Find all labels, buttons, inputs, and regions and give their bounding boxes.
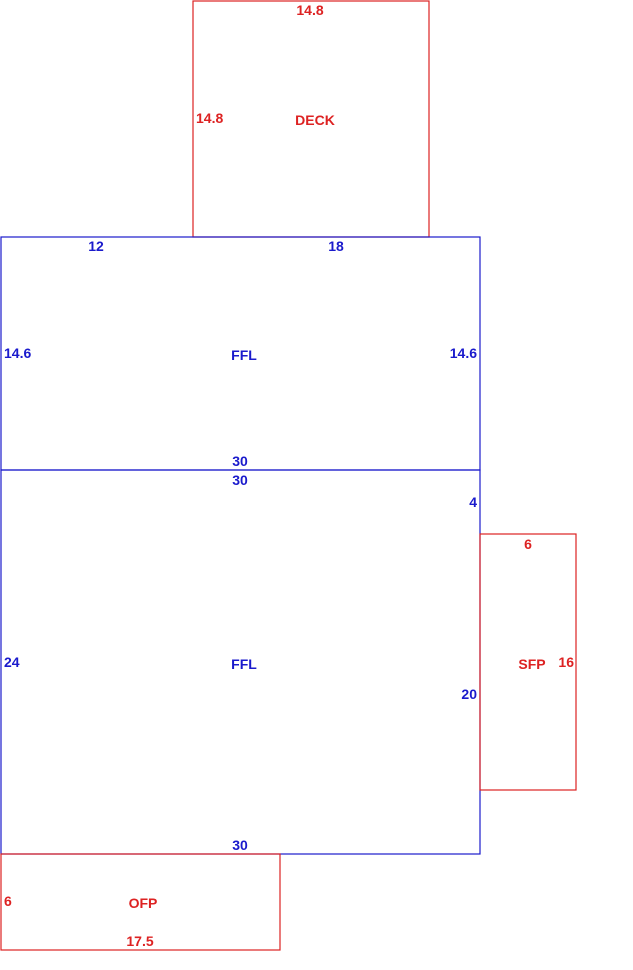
- ffl-upper-right-dimension: 14.6: [450, 345, 477, 361]
- ffl-upper-area: 12 18 14.6 14.6 FFL 30: [0, 236, 481, 471]
- ffl-upper-left-dimension: 14.6: [4, 345, 31, 361]
- ofp-outline: [0, 853, 281, 951]
- deck-left-dimension: 14.8: [196, 110, 223, 126]
- ffl-lower-left-dimension: 24: [4, 654, 20, 670]
- ffl-lower-right-lower-dimension: 20: [461, 686, 477, 702]
- sfp-area: 6 SFP 16: [479, 533, 577, 791]
- ffl-lower-bottom-dimension: 30: [232, 837, 248, 853]
- sfp-label: SFP: [518, 656, 545, 672]
- deck-top-dimension: 14.8: [296, 2, 323, 18]
- ffl-lower-top-dimension: 30: [232, 472, 248, 488]
- ffl-lower-label: FFL: [231, 656, 257, 672]
- ofp-label: OFP: [129, 895, 158, 911]
- deck-label: DECK: [295, 112, 335, 128]
- deck-area: 14.8 14.8 DECK: [192, 0, 430, 238]
- ffl-upper-label: FFL: [231, 347, 257, 363]
- ffl-upper-bottom-dimension: 30: [232, 453, 248, 469]
- ofp-left-dimension: 6: [4, 893, 12, 909]
- sfp-outline: [479, 533, 577, 791]
- ffl-upper-top-left-dimension: 12: [88, 238, 104, 254]
- sfp-right-dimension: 16: [558, 654, 574, 670]
- sfp-top-dimension: 6: [524, 536, 532, 552]
- ofp-bottom-dimension: 17.5: [126, 933, 153, 949]
- ffl-upper-top-right-dimension: 18: [328, 238, 344, 254]
- ffl-lower-area: 30 4 24 FFL 20 30: [0, 469, 481, 855]
- ofp-area: 6 OFP 17.5: [0, 853, 281, 951]
- ffl-lower-right-upper-dimension: 4: [469, 494, 477, 510]
